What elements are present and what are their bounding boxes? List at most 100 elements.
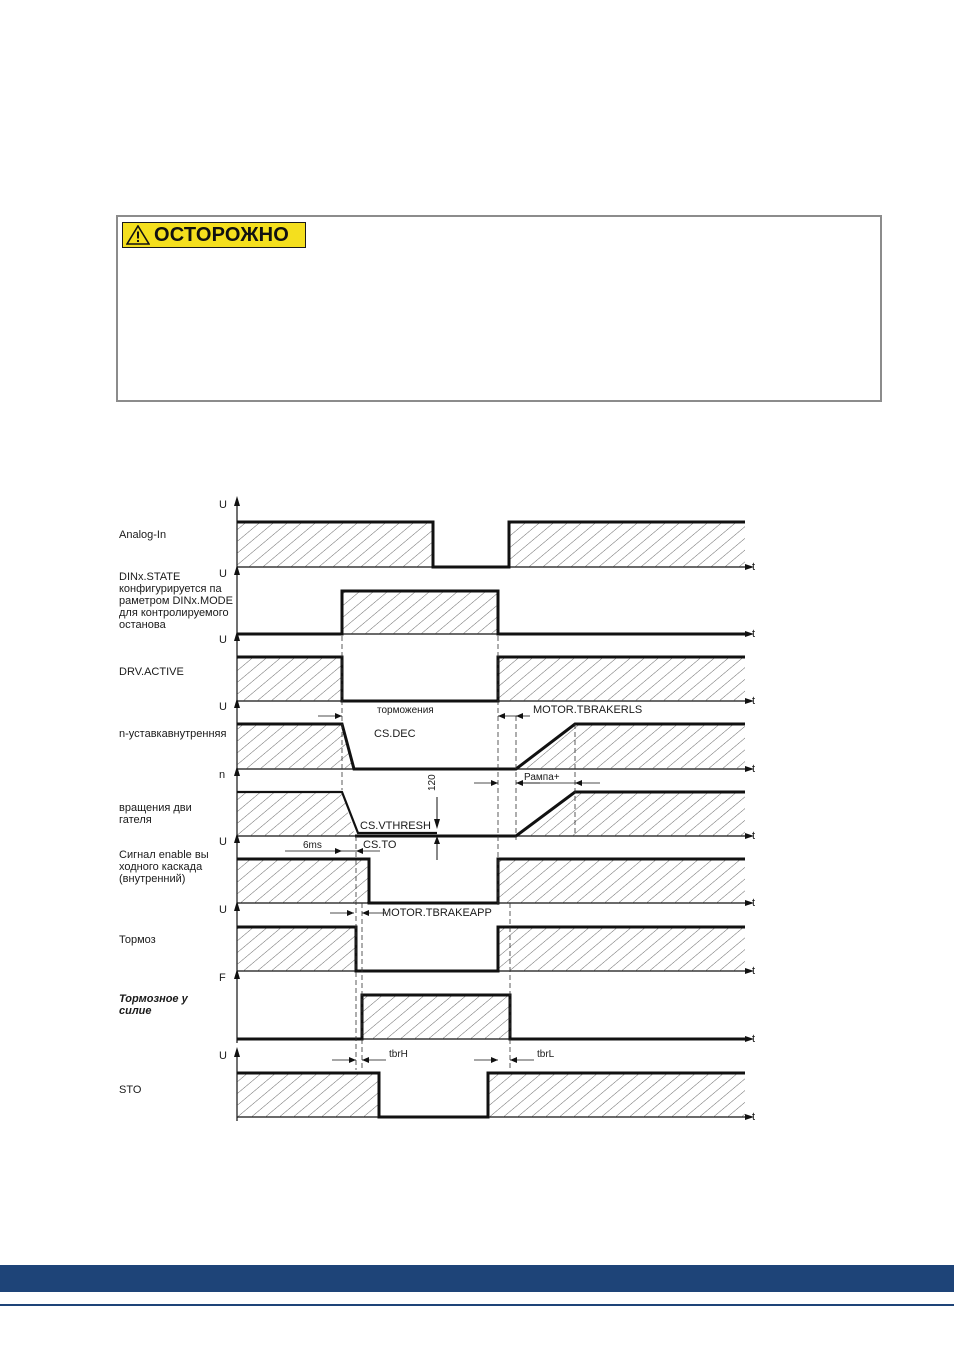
dinx-state-label-line: раметром DINx.MODE: [119, 595, 233, 607]
enable-signal-label-line: ходного каскада: [119, 861, 203, 873]
dinx-state-label-line: конфигурируется па: [119, 583, 222, 595]
enable-signal-t-arrow: [745, 900, 754, 906]
brake-force-waveform: [237, 993, 745, 1041]
enable-signal-t-label: t: [752, 897, 755, 909]
warning-badge: ОСТОРОЖНО: [122, 222, 306, 248]
sto-label-line: STO: [119, 1084, 142, 1096]
motor-speed-waveform: [355, 790, 745, 838]
footer-bar: [0, 1265, 954, 1292]
brake-force-label-line: Тормозное у: [119, 993, 189, 1005]
value-120-label: 120: [427, 774, 438, 791]
tbrl-label: tbrL: [537, 1049, 555, 1060]
n-setpoint-y-arrow: [234, 698, 240, 708]
tbrl-interval-arrowhead-left: [491, 1057, 498, 1063]
dinx-state-t-arrow: [745, 631, 754, 637]
drv-active-y-arrow: [234, 631, 240, 641]
vthresh-arrowhead-top: [434, 819, 440, 829]
tbrakerls-arrowhead: [516, 713, 523, 719]
analog-in-t-arrow: [745, 564, 754, 570]
cs-to-label: CS.TO: [363, 839, 397, 851]
sto-hatch: [237, 1073, 379, 1117]
vthresh-arrowhead-bottom: [434, 836, 440, 844]
brake-force-label-line: силие: [119, 1005, 152, 1017]
motor-speed-y-arrow: [234, 766, 240, 776]
braking-interval-arrowhead-right: [498, 713, 505, 719]
dinx-state-label-line: DINx.STATE: [119, 571, 180, 583]
drv-active-axis-label: U: [219, 634, 227, 646]
dinx-state-label-line: для контролируемого: [119, 607, 229, 619]
tbrl-interval-arrowhead-right: [510, 1057, 517, 1063]
motor-speed-label-line: гателя: [119, 814, 152, 826]
brake-force-t-label: t: [752, 1033, 755, 1045]
ms6-arrowhead-right: [356, 848, 363, 854]
enable-signal-y-arrow: [234, 833, 240, 843]
motor-speed-hatch: [237, 792, 355, 836]
warning-title: ОСТОРОЖНО: [154, 224, 290, 246]
enable-signal-label-line: (внутренний): [119, 873, 185, 885]
brake-label-line: Тормоз: [119, 934, 156, 946]
brake-axis-label: U: [219, 904, 227, 916]
analog-in-hatch: [509, 522, 745, 567]
n-setpoint-t-arrow: [745, 766, 754, 772]
analog-in-hatch: [237, 522, 433, 567]
enable-signal-label-line: Сигнал enable вы: [119, 849, 209, 861]
analog-in-axis-label: U: [219, 499, 227, 511]
cs-dec-label: CS.DEC: [374, 728, 416, 740]
ramp-plus-arrowhead: [575, 780, 582, 786]
brake-force-t-arrow: [745, 1036, 754, 1042]
sto-t-arrow: [745, 1114, 754, 1120]
dinx-state-label-line: останова: [119, 619, 167, 631]
motor-speed-t-label: t: [752, 830, 755, 842]
drv-active-hatch: [237, 657, 342, 701]
sto-waveform: [237, 1071, 745, 1119]
enable-signal-axis-label: U: [219, 836, 227, 848]
cs-vthresh-label: CS.VTHRESH: [360, 820, 431, 832]
enable-signal-hatch: [237, 859, 369, 903]
brake-hatch: [237, 927, 356, 971]
ms6-arrowhead: [335, 848, 342, 854]
dinx-state-axis-label: U: [219, 568, 227, 580]
n-setpoint-label-line: n-уставкавнутренняя: [119, 728, 227, 740]
ramp-interval-arrowhead-left: [491, 780, 498, 786]
drv-active-waveform: [237, 655, 745, 703]
drv-active-label-line: DRV.ACTIVE: [119, 666, 184, 678]
dinx-state-y-arrow: [234, 565, 240, 575]
tbrh-label: tbrH: [389, 1049, 408, 1060]
n-setpoint-hatch: [516, 724, 745, 769]
dinx-state-hatch: [342, 591, 498, 634]
analog-in-y-arrow: [234, 496, 240, 506]
drv-active-t-arrow: [745, 698, 754, 704]
warning-triangle-icon: [126, 225, 150, 245]
footer-line: [0, 1304, 954, 1306]
enable-signal-hatch: [498, 859, 745, 903]
n-setpoint-t-label: t: [752, 763, 755, 775]
brake-t-arrow: [745, 968, 754, 974]
sto-y-arrow: [234, 1047, 240, 1057]
braking-label: торможения: [377, 705, 434, 716]
brake-hatch: [498, 927, 745, 971]
sto-axis-label: U: [219, 1050, 227, 1062]
sto-t-label: t: [752, 1111, 755, 1123]
warning-box: ОСТОРОЖНО: [116, 215, 882, 402]
sto-hatch: [488, 1073, 745, 1117]
brake-waveform: [237, 925, 745, 973]
n-setpoint-axis-label: U: [219, 701, 227, 713]
analog-in-waveform: [237, 520, 745, 569]
motor-speed-axis-label: n: [219, 769, 225, 781]
brake-force-hatch: [362, 995, 510, 1039]
n-setpoint-hatch: [237, 724, 354, 769]
tbrh-interval-arrowhead-left: [349, 1057, 356, 1063]
motor-speed-label-line: вращения дви: [119, 802, 192, 814]
analog-in-t-label: t: [752, 561, 755, 573]
motor-tbrakerls-label: MOTOR.TBRAKERLS: [533, 704, 642, 716]
enable-signal-waveform: [237, 857, 745, 905]
ramp-plus-label: Рампа+: [524, 772, 560, 783]
drv-active-t-label: t: [752, 695, 755, 707]
motor-speed-t-arrow: [745, 833, 754, 839]
brake-force-y-arrow: [234, 969, 240, 979]
tbrakeapp-interval-arrowhead-left: [347, 910, 354, 916]
brake-y-arrow: [234, 901, 240, 911]
ms6-label: 6ms: [303, 840, 322, 851]
n-setpoint-waveform: [237, 722, 745, 771]
